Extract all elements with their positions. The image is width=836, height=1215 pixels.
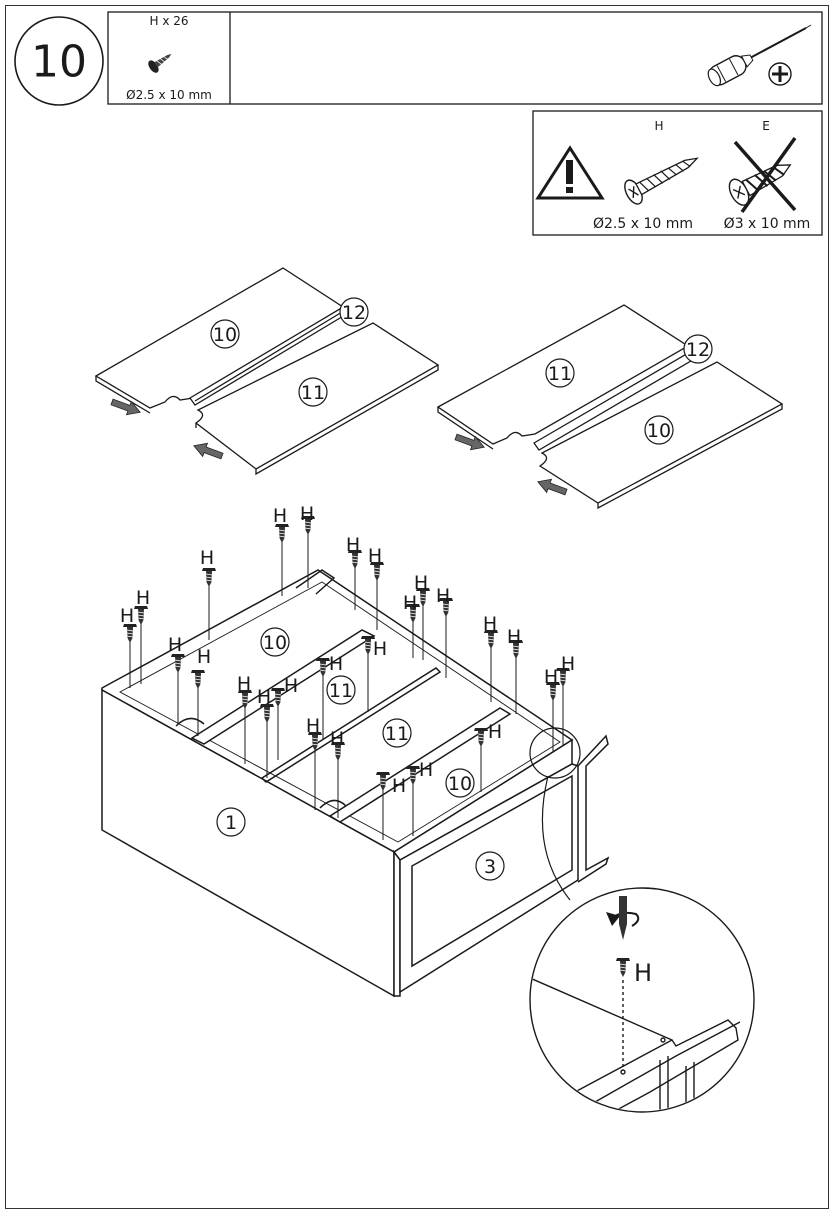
drawer-label-board-a-front: 10: [448, 773, 472, 795]
right-label-board-a: 10: [647, 420, 671, 442]
screw-label: H: [403, 592, 417, 614]
detail-callout: H: [529, 727, 755, 1113]
screw-label: H: [257, 686, 271, 708]
screw-label: H: [414, 572, 428, 594]
parts-size: Ø2.5 x 10 mm: [126, 88, 212, 102]
drawer-part-labels: 10 11 11 10 1 3: [216, 627, 505, 881]
left-label-rail: 12: [342, 302, 366, 324]
screw-label: H: [273, 505, 287, 527]
right-label-board-b: 11: [548, 363, 572, 385]
screw-label: H: [237, 673, 251, 695]
screw-label: H: [488, 721, 502, 743]
drawer-label-board-a-back: 10: [263, 632, 287, 654]
screw-label: H: [120, 605, 134, 627]
left-label-board-a: 10: [213, 324, 237, 346]
parts-box: H x 26 Ø2.5 x 10 mm: [126, 14, 212, 102]
layout-diagram-right: [436, 304, 784, 510]
warning-triangle-icon: [535, 145, 605, 200]
correct-screw-letter: H: [654, 119, 663, 133]
detail-screw-label: H: [634, 959, 652, 987]
wrong-screw-size: Ø3 x 10 mm: [724, 216, 811, 232]
page-border: [5, 5, 829, 1209]
screw-label: H: [346, 534, 360, 556]
header-box: [107, 11, 823, 105]
screw-label: H: [197, 646, 211, 668]
screw-label: H: [284, 675, 298, 697]
screw-label: H: [483, 613, 497, 635]
screw-label: H: [419, 759, 433, 781]
left-arrow-slide-left: [191, 438, 225, 463]
parts-quantity: H x 26: [149, 14, 188, 28]
phillips-screwdriver-icon: [707, 24, 812, 87]
right-label-rail: 12: [686, 339, 710, 361]
screw-label: H: [544, 666, 558, 688]
step-badge: 10: [14, 16, 104, 106]
screw-label: H: [136, 587, 150, 609]
layout-diagram-left: [94, 267, 440, 476]
rotate-arrow-icon: [606, 911, 640, 927]
screw-label: H: [329, 653, 343, 675]
drawer-label-front-panel: 3: [484, 856, 496, 878]
screw-label: H: [368, 545, 382, 567]
cross-out-icon: [733, 136, 797, 214]
drawer-label-board-b-front: 11: [385, 723, 409, 745]
correct-screw-size: Ø2.5 x 10 mm: [593, 216, 693, 232]
screw-label: H: [300, 503, 314, 525]
drawer-label-side-panel: 1: [225, 812, 237, 834]
left-label-board-b: 11: [301, 382, 325, 404]
screw-markers: H H H H H H H H H H H H H H H H H H H H …: [120, 503, 575, 797]
screw-label: H: [330, 728, 344, 750]
screw-guide-lines: [129, 532, 564, 840]
screw-label: H: [373, 638, 387, 660]
screw-label: H: [168, 634, 182, 656]
screw-label: H: [561, 653, 575, 675]
screw-label: H: [306, 715, 320, 737]
correct-screw-icon: [624, 157, 699, 205]
warning-box: H Ø2.5 x 10 mm E Ø3 x 10 mm: [532, 110, 823, 236]
screw-label: H: [507, 626, 521, 648]
screw-label: H: [200, 547, 214, 569]
wrong-screw-letter: E: [762, 119, 770, 133]
screw-icon: [148, 53, 172, 73]
drawer-label-board-b-back: 11: [329, 680, 353, 702]
screw-label: H: [436, 585, 450, 607]
screw-label: H: [392, 775, 406, 797]
step-number: 10: [31, 37, 87, 88]
